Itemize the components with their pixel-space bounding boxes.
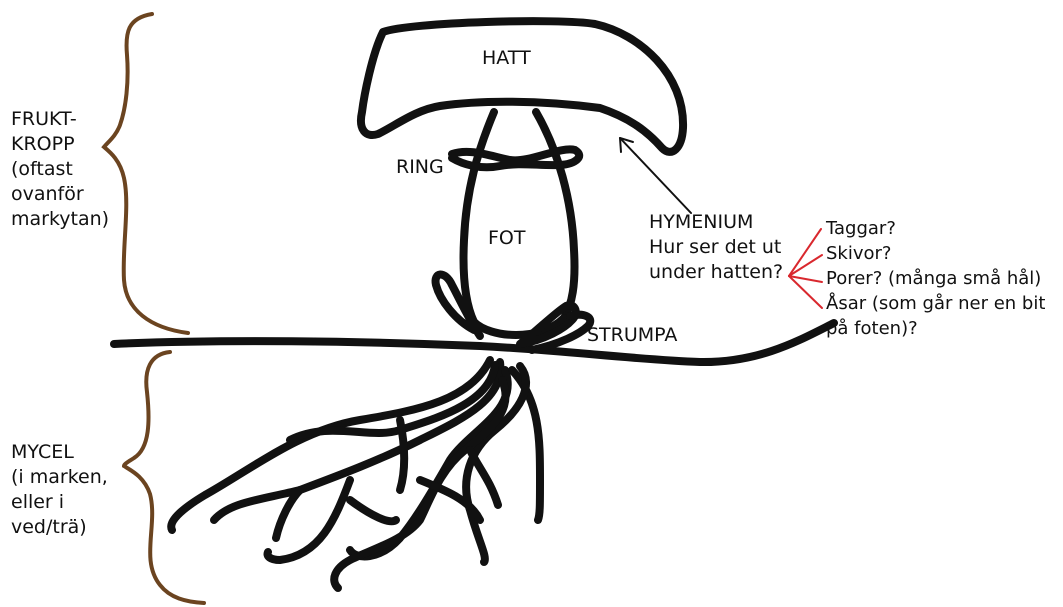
option-asar: Åsar (som går ner en bit: [826, 291, 1045, 316]
mycel-line-3: eller i: [11, 490, 108, 515]
label-hymenium: HYMENIUM Hur ser det ut under hatten?: [649, 210, 783, 285]
fruktkropp-line-2: KROPP: [11, 132, 109, 157]
option-taggar: Taggar?: [826, 216, 1045, 241]
option-porer: Porer? (många små hål): [826, 266, 1045, 291]
label-fruktkropp: FRUKT- KROPP (oftast ovanför markytan): [11, 107, 109, 232]
mycelium-strand: [171, 360, 490, 530]
fruktkropp-line-5: markytan): [11, 207, 109, 232]
hymenium-line-1: HYMENIUM: [649, 210, 783, 235]
mycelium-strand: [290, 365, 495, 440]
option-asar-cont: på foten)?: [826, 316, 1045, 341]
fruktkropp-line-4: ovanför: [11, 182, 109, 207]
volva-left: [436, 274, 480, 336]
stem-right: [536, 112, 575, 318]
mycel-line-1: MYCEL: [11, 440, 108, 465]
mycel-line-4: ved/trä): [11, 515, 108, 540]
cap-outline: [361, 21, 683, 152]
mycel-brace: [124, 352, 204, 603]
mycel-line-2: (i marken,: [11, 465, 108, 490]
fruktkropp-brace: [104, 14, 188, 333]
label-mycel: MYCEL (i marken, eller i ved/trä): [11, 440, 108, 540]
hymenium-line-2: Hur ser det ut: [649, 235, 783, 260]
label-strumpa: STRUMPA: [587, 323, 677, 348]
stem-left: [463, 112, 494, 322]
fruktkropp-line-3: (oftast: [11, 157, 109, 182]
mycelium-strand: [470, 450, 498, 505]
option-line-skivor: [789, 255, 822, 276]
option-skivor: Skivor?: [826, 241, 1045, 266]
label-ring: RING: [396, 155, 444, 180]
mycelium-strand: [350, 500, 396, 521]
hymenium-line-3: under hatten?: [649, 260, 783, 285]
label-hatt: HATT: [482, 46, 531, 71]
option-line-taggar: [789, 229, 821, 276]
hymenium-options-list: Taggar? Skivor? Porer? (många små hål) Å…: [826, 216, 1045, 341]
fruktkropp-line-1: FRUKT-: [11, 107, 109, 132]
label-fot: FOT: [488, 226, 526, 251]
mycelium-strand: [400, 420, 404, 490]
